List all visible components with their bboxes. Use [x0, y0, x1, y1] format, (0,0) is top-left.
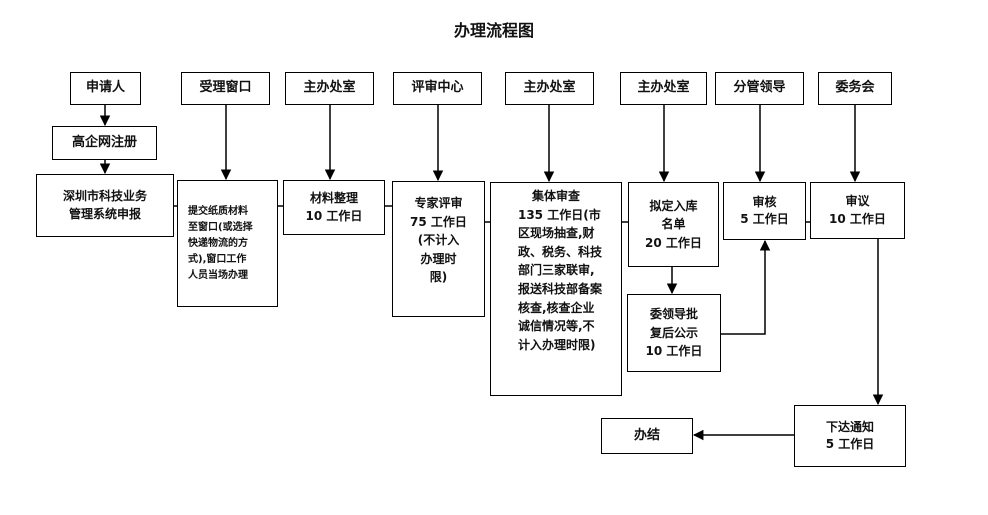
header-applicant: 申请人	[70, 72, 141, 105]
node-draft-line: 拟定入库	[649, 198, 698, 213]
node-collective-line: 部门三家联审,	[517, 263, 595, 278]
header-committee: 委务会	[818, 72, 892, 105]
header-host-office-3: 主办处室	[620, 72, 707, 105]
node-complete: 办结	[601, 418, 693, 454]
node-collective-line: 计入办理时限)	[517, 337, 596, 352]
node-expert-line: 限)	[429, 270, 448, 285]
node-approval-line: 复后公示	[649, 325, 698, 340]
node-collective-line: 135 工作日(市	[517, 207, 601, 222]
header-review-center: 评审中心	[393, 72, 482, 105]
node-organize-line: 材料整理	[309, 191, 358, 206]
header-host-office-1: 主办处室	[285, 72, 374, 105]
header-leader: 分管领导	[715, 72, 804, 105]
node-expert-line: (不计入	[417, 233, 460, 248]
node-collective-line: 报送科技部备案	[517, 281, 602, 296]
header-acceptance-window: 受理窗口	[181, 72, 270, 105]
node-apply-line: 管理系统申报	[68, 206, 141, 221]
node-collective-review: 集体审查 135 工作日(市 区现场抽查,财 政、税务、科技 部门三家联审, 报…	[490, 182, 622, 396]
node-register: 高企网注册	[52, 126, 157, 160]
node-expert-line: 专家评审	[414, 196, 463, 210]
node-audit-line: 5 工作日	[740, 212, 789, 226]
node-collective-line: 诚信情况等,不	[517, 319, 595, 334]
node-submit-line: 人员当场办理	[188, 269, 248, 281]
node-submit-line: 至窗口(或选择	[188, 221, 253, 233]
page-title: 办理流程图	[453, 21, 534, 40]
node-deliberate-line: 10 工作日	[829, 211, 886, 226]
node-submit-line: 快递物流的方	[188, 237, 248, 249]
node-leader-approval: 委领导批 复后公示 10 工作日	[627, 294, 721, 372]
node-collective-line: 核查,核查企业	[517, 300, 595, 315]
node-approval-line: 10 工作日	[645, 344, 703, 359]
node-organize-line: 10 工作日	[305, 208, 363, 223]
node-notice-line: 下达通知	[825, 419, 874, 434]
node-submit-paper: 提交纸质材料 至窗口(或选择 快递物流的方 式),窗口工作 人员当场办理	[177, 180, 278, 307]
node-draft-list: 拟定入库 名单 20 工作日	[628, 182, 719, 267]
node-collective-line: 区现场抽查,财	[517, 226, 595, 241]
node-draft-line: 20 工作日	[645, 235, 702, 250]
node-expert-review: 专家评审 75 工作日 (不计入 办理时 限)	[392, 181, 485, 317]
node-collective-title: 集体审查	[531, 189, 580, 203]
node-collective-line: 政、税务、科技	[517, 244, 602, 259]
node-organize-materials: 材料整理 10 工作日	[283, 180, 385, 235]
node-expert-line: 75 工作日	[410, 214, 467, 229]
node-submit-line: 式),窗口工作	[188, 253, 247, 265]
arrow-approval-to-audit	[721, 239, 771, 335]
header-host-office-2: 主办处室	[505, 72, 594, 105]
node-audit: 审核 5 工作日	[723, 182, 806, 240]
node-submit-line: 提交纸质材料	[188, 205, 248, 217]
node-expert-line: 办理时	[420, 251, 457, 266]
node-approval-line: 委领导批	[649, 307, 698, 322]
node-audit-line: 审核	[752, 194, 777, 209]
node-draft-line: 名单	[661, 217, 686, 232]
node-deliberate-line: 审议	[845, 194, 870, 209]
node-apply: 深圳市科技业务 管理系统申报	[36, 174, 174, 237]
node-apply-line: 深圳市科技业务	[62, 189, 147, 204]
node-deliberate: 审议 10 工作日	[810, 182, 905, 239]
node-notice-line: 5 工作日	[825, 437, 875, 451]
node-issue-notice: 下达通知 5 工作日	[794, 405, 906, 467]
